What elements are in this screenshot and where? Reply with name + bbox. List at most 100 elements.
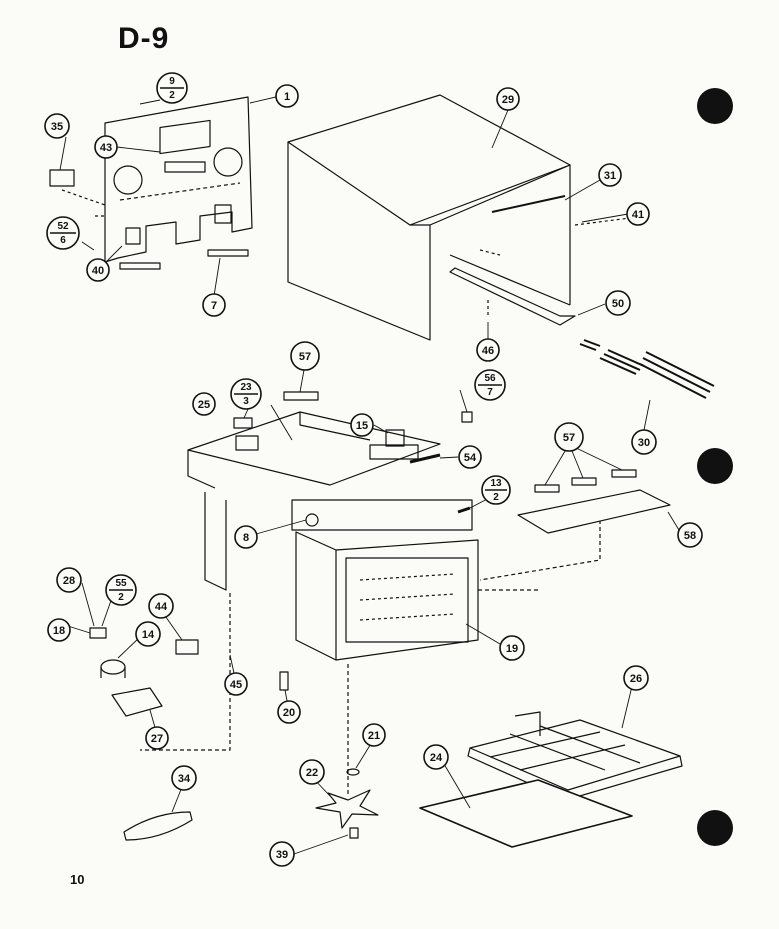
svg-text:30: 30	[638, 437, 650, 449]
binder-hole-top	[697, 88, 733, 124]
callout-18: 18	[47, 618, 71, 642]
svg-text:29: 29	[502, 94, 514, 106]
svg-text:55: 55	[115, 578, 127, 589]
fraction-callout-13-2: 13 2	[481, 475, 511, 505]
part-34-bulb	[123, 811, 193, 841]
callout-21: 21	[362, 723, 386, 747]
svg-text:25: 25	[198, 399, 210, 411]
svg-text:18: 18	[53, 625, 65, 637]
back-panel	[61, 96, 253, 263]
part-54-spring	[409, 453, 441, 464]
callout-39: 39	[269, 841, 295, 867]
callout-35: 35	[44, 113, 70, 139]
callout-15: 15	[350, 413, 374, 437]
part-24-sheet	[419, 779, 633, 848]
svg-text:58: 58	[684, 530, 696, 542]
svg-text:57: 57	[299, 351, 311, 363]
svg-text:14: 14	[142, 629, 155, 641]
fraction-callout-9-2: 9 2	[156, 72, 188, 104]
svg-text:3: 3	[243, 396, 249, 407]
svg-text:45: 45	[230, 679, 242, 691]
fraction-callout-52-6: 52 6	[46, 216, 80, 250]
svg-text:7: 7	[211, 300, 217, 312]
callout-45: 45	[224, 672, 248, 696]
binder-hole-middle	[697, 448, 733, 484]
svg-text:40: 40	[92, 265, 104, 277]
binder-hole-bottom	[697, 810, 733, 846]
part-22-fan	[315, 789, 379, 829]
callout-circles: 1 7 35 40 43 29 31 41 46 50 57 25 15 54 …	[44, 84, 703, 867]
callout-22: 22	[299, 759, 325, 785]
svg-text:7: 7	[487, 387, 493, 398]
svg-text:57: 57	[563, 432, 575, 444]
fraction-callout-55-2: 55 2	[105, 574, 137, 606]
part-15-bracket	[385, 429, 405, 447]
part-25-plate	[233, 417, 253, 429]
part-14-motor	[100, 659, 126, 678]
fraction-callouts: 9 2 52 6 23 3 56 7 13 2 55 2	[46, 72, 511, 606]
svg-text:43: 43	[100, 142, 112, 154]
callout-1: 1	[275, 84, 299, 108]
callout-20: 20	[277, 700, 301, 724]
svg-text:1: 1	[284, 91, 290, 103]
callout-41: 41	[626, 202, 650, 226]
svg-text:27: 27	[151, 733, 163, 745]
callout-57-top: 57	[290, 341, 320, 371]
svg-text:23: 23	[240, 382, 252, 393]
svg-text:6: 6	[60, 235, 66, 246]
svg-text:2: 2	[118, 592, 124, 603]
svg-text:9: 9	[169, 76, 175, 87]
callout-57-right: 57	[554, 422, 584, 452]
callout-19: 19	[499, 635, 525, 661]
part-56-clip	[461, 411, 473, 423]
callout-54: 54	[458, 445, 482, 469]
callout-8: 8	[234, 525, 258, 549]
callout-50: 50	[605, 290, 631, 316]
part-20-clip	[279, 671, 289, 691]
page-number: 10	[70, 872, 85, 887]
callout-31: 31	[598, 163, 622, 187]
callout-14: 14	[135, 621, 161, 647]
callout-46: 46	[476, 338, 500, 362]
callout-40: 40	[86, 258, 110, 282]
svg-text:26: 26	[630, 673, 642, 685]
svg-text:20: 20	[283, 707, 295, 719]
screw-strip-group	[579, 339, 715, 399]
svg-text:50: 50	[612, 298, 624, 310]
callout-27: 27	[145, 726, 169, 750]
part-39-nut	[349, 827, 359, 839]
svg-text:41: 41	[632, 209, 644, 221]
callout-58: 58	[677, 522, 703, 548]
svg-text:2: 2	[169, 90, 175, 101]
fraction-callout-56-7: 56 7	[474, 369, 506, 401]
svg-text:13: 13	[490, 478, 502, 489]
svg-text:31: 31	[604, 170, 616, 182]
svg-text:2: 2	[493, 492, 499, 503]
outer-cabinet	[287, 94, 631, 341]
part-18-bracket	[89, 627, 107, 639]
part-35-label-plate	[49, 169, 75, 187]
callout-25: 25	[192, 392, 216, 416]
part-13-screw	[457, 506, 471, 514]
svg-text:24: 24	[430, 752, 443, 764]
fraction-callout-23-3: 23 3	[230, 378, 262, 410]
callout-34: 34	[171, 765, 197, 791]
svg-text:54: 54	[464, 452, 477, 464]
part-58-plate	[517, 469, 671, 534]
svg-text:46: 46	[482, 345, 494, 357]
callout-7: 7	[202, 293, 226, 317]
svg-text:21: 21	[368, 730, 380, 742]
callout-24: 24	[423, 744, 449, 770]
svg-text:44: 44	[155, 601, 168, 613]
part-57-top-strip	[283, 391, 319, 401]
inner-chassis	[140, 411, 601, 795]
part-26-tray	[467, 711, 683, 801]
svg-text:34: 34	[178, 773, 191, 785]
svg-text:35: 35	[51, 121, 63, 133]
page-title: D-9	[118, 22, 170, 55]
svg-text:22: 22	[306, 767, 318, 779]
part-44-block	[175, 639, 199, 655]
svg-text:28: 28	[63, 575, 75, 587]
part-7-strip-pair	[119, 249, 249, 270]
callout-30: 30	[631, 429, 657, 455]
